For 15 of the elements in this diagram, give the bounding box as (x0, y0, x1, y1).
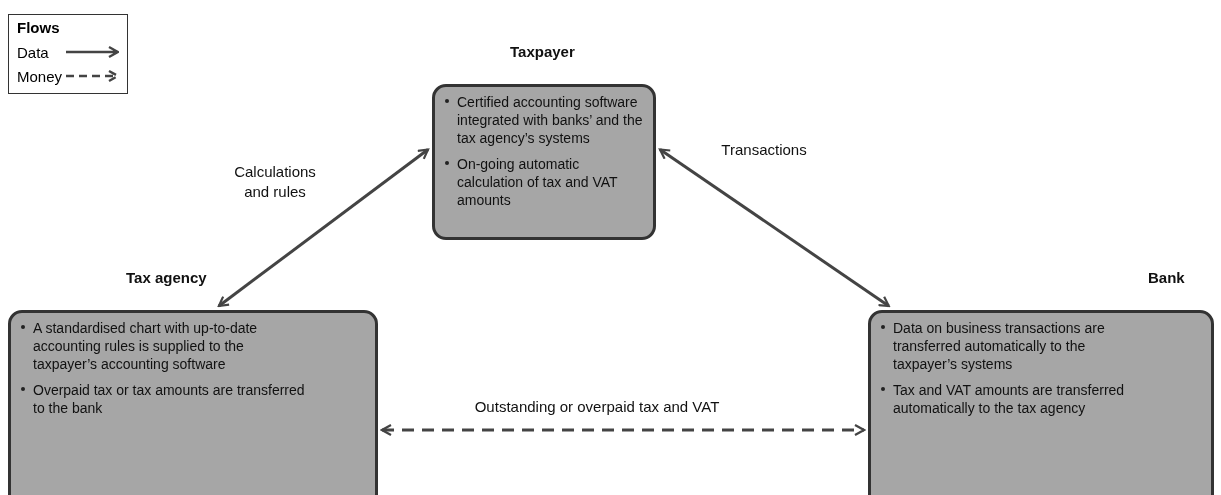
arrow (658, 148, 890, 308)
bullet-text: Overpaid tax or tax amounts are transferred to the bank (33, 382, 305, 416)
node-heading: Tax agency (126, 269, 207, 286)
legend-text: Data (17, 43, 50, 61)
bullet-text: Tax and VAT amounts are transferred automatically to the tax agency (893, 382, 1125, 416)
arrow (217, 148, 430, 308)
legend-title: Flows (17, 19, 61, 36)
legend-text: Money (17, 67, 64, 85)
bullet-text: Data on business transactions are transferred automatically to the taxpayer’s systems (893, 320, 1105, 372)
bullet-text: Certified accounting software integrated with banks’ and the tax agency’s systems (457, 94, 643, 146)
node-heading: Bank (1148, 269, 1185, 286)
bullet-text: A standardised chart with up-to-date accounting rules is supplied to the taxpayer’s accounting software (33, 320, 258, 372)
node-heading: Taxpayer (510, 43, 575, 60)
arrow (380, 423, 866, 437)
bullet-text: On-going automatic calculation of tax and VAT amounts (457, 156, 618, 208)
